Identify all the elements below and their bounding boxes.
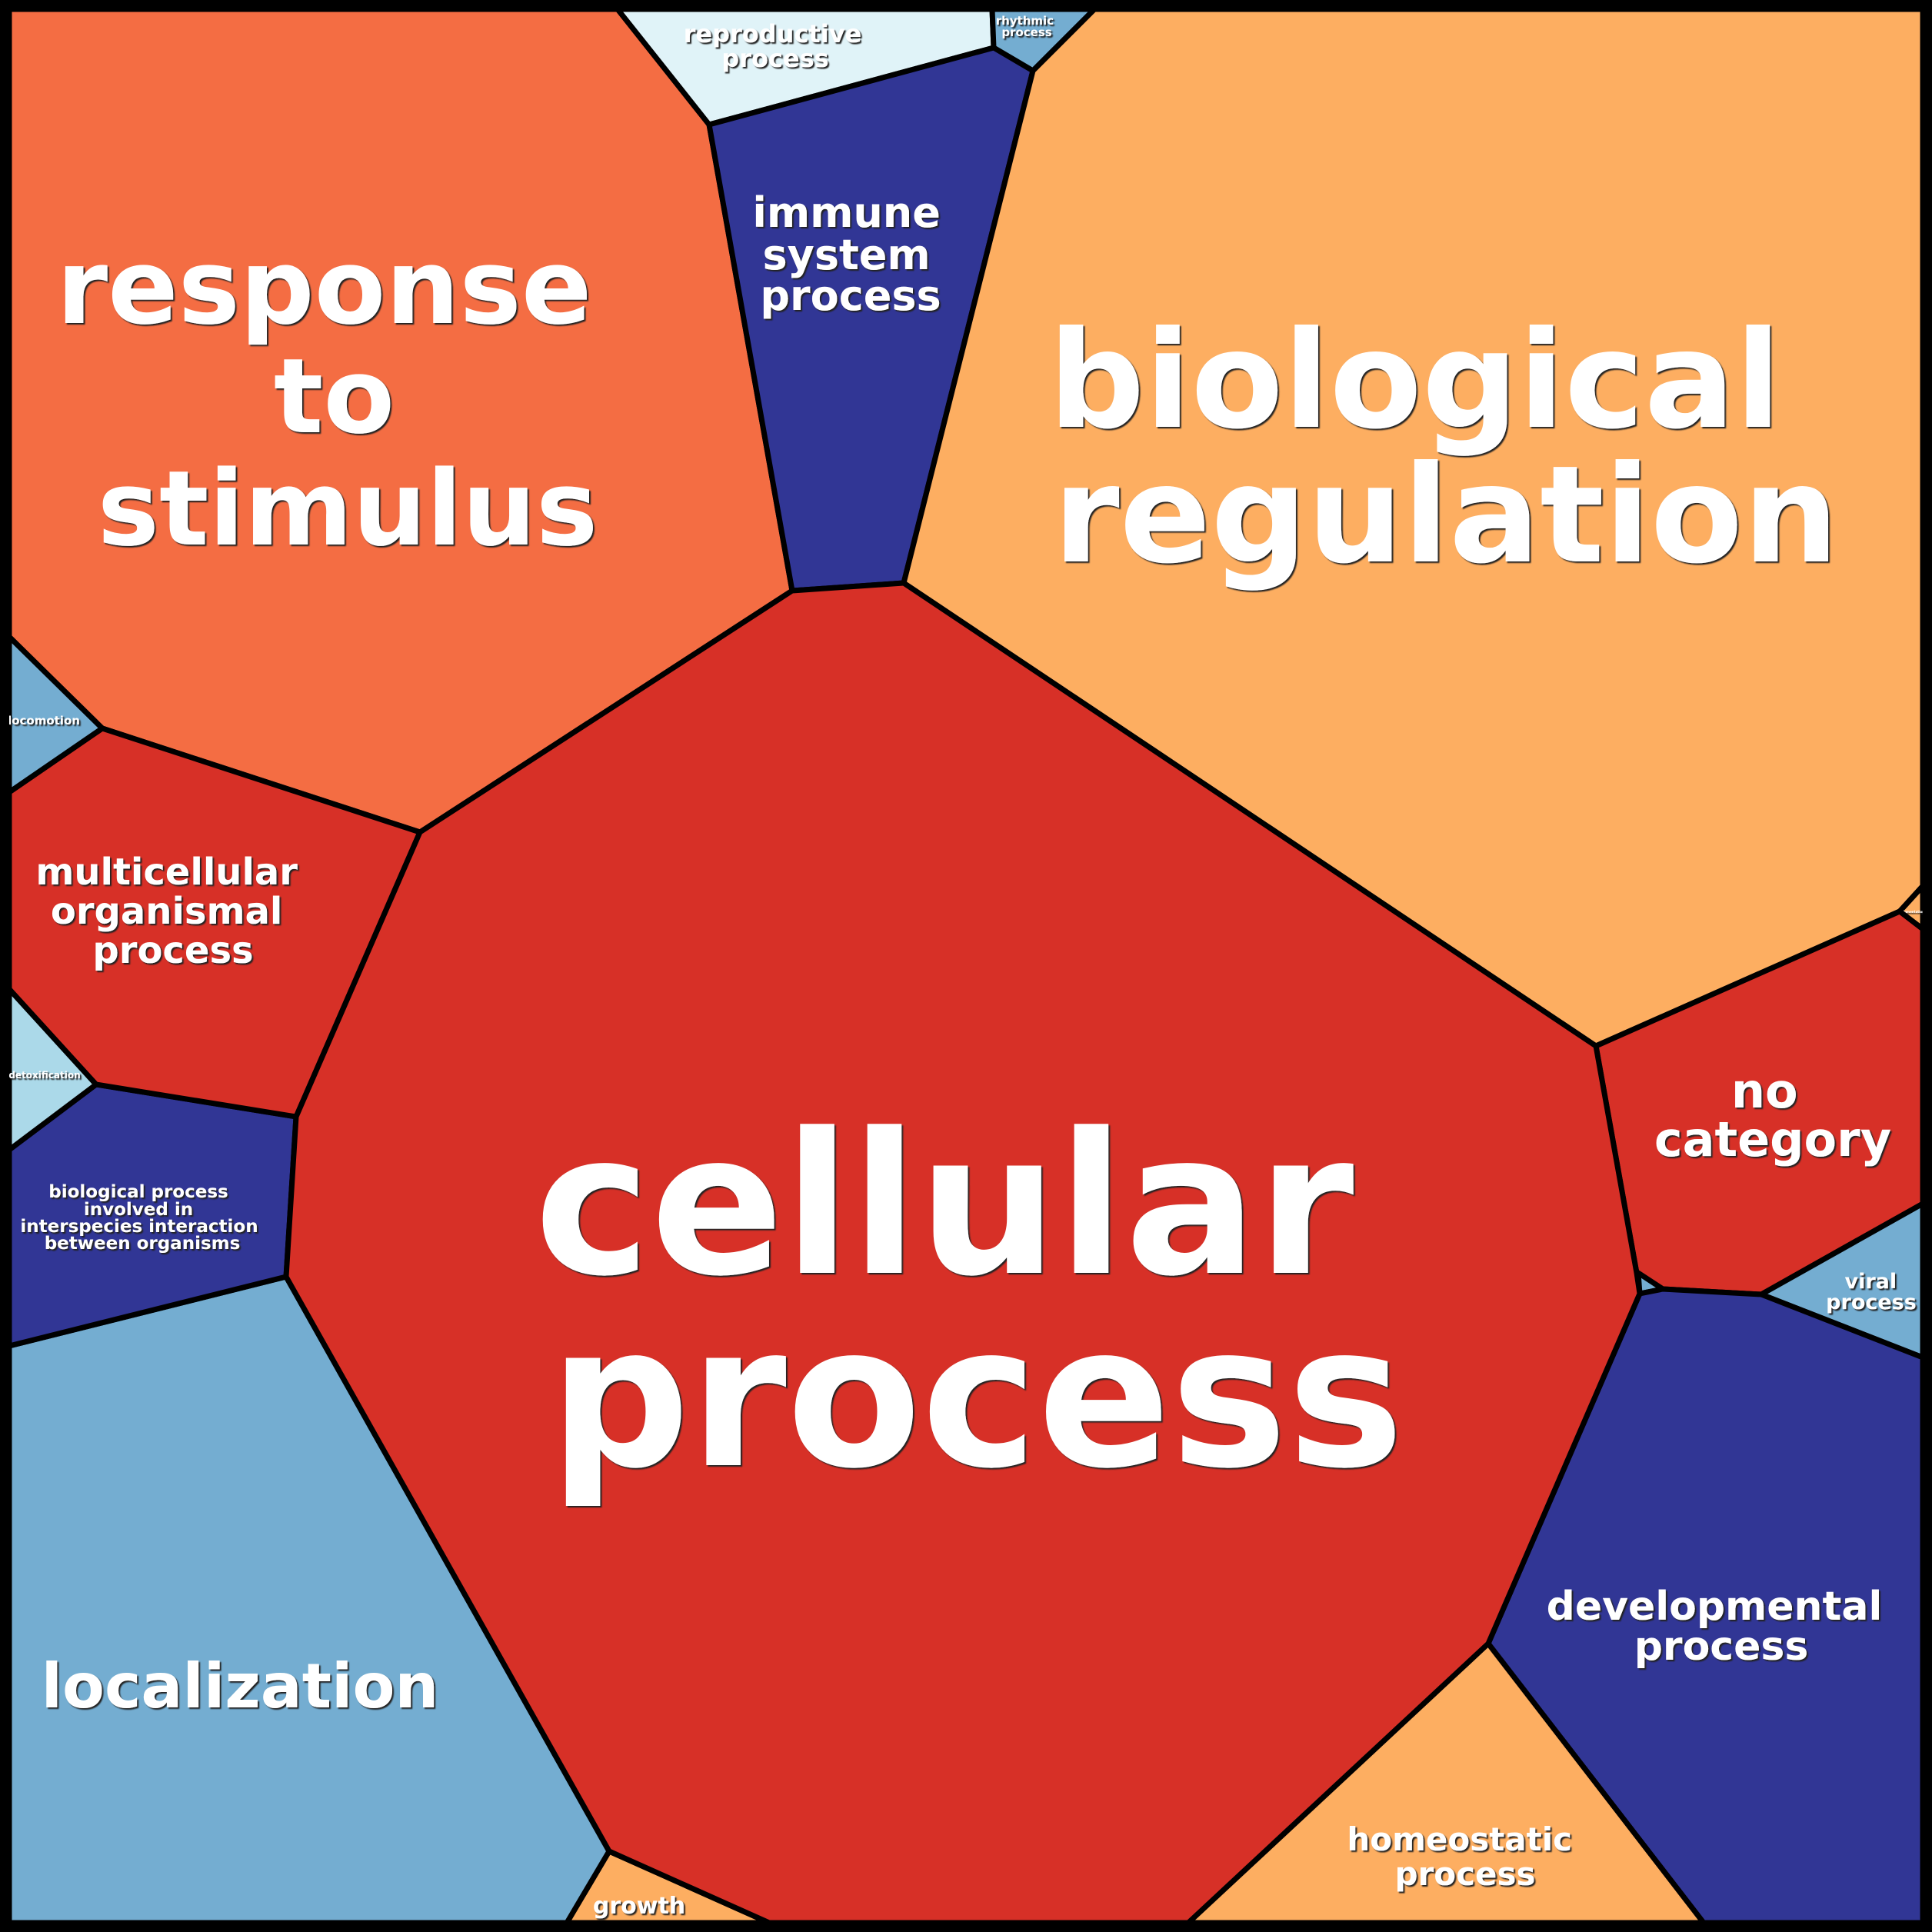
cell-label: localization [42, 1651, 439, 1722]
cell-label: pigmentation [1901, 910, 1924, 914]
cell-label: rhythmic process [996, 14, 1058, 39]
cell-label: biological regulation [1048, 303, 1839, 594]
cell-no-category[interactable]: no category [1593, 908, 1926, 1297]
cell-label: response to stimulus [57, 227, 628, 569]
cell-label: viral process [1826, 1270, 1917, 1314]
cell-label: reproductive process [684, 19, 871, 73]
cell-label: multicellular organismal process [35, 851, 310, 972]
cell-biological-regulation[interactable]: biological regulation [901, 6, 1926, 1049]
cell-label: developmental process [1547, 1584, 1897, 1670]
cell-label: no category [1654, 1063, 1891, 1168]
cell-label: locomotion [8, 714, 80, 728]
cell-label: growth [593, 1893, 685, 1920]
cell-label: detoxification [8, 1070, 80, 1081]
cell-label: homeostatic process [1347, 1820, 1583, 1893]
cell-homeostatic-process[interactable]: homeostatic process [1185, 1641, 1707, 1926]
cell-multicellular-organismal-process[interactable]: multicellular organismal process [6, 725, 423, 1120]
cell-label: immune system process [752, 188, 954, 320]
cell-developmental-process[interactable]: developmental process [1485, 1286, 1926, 1926]
cell-label: cellular process [535, 1091, 1422, 1512]
cell-label: biological process involved in interspec… [20, 1182, 264, 1254]
